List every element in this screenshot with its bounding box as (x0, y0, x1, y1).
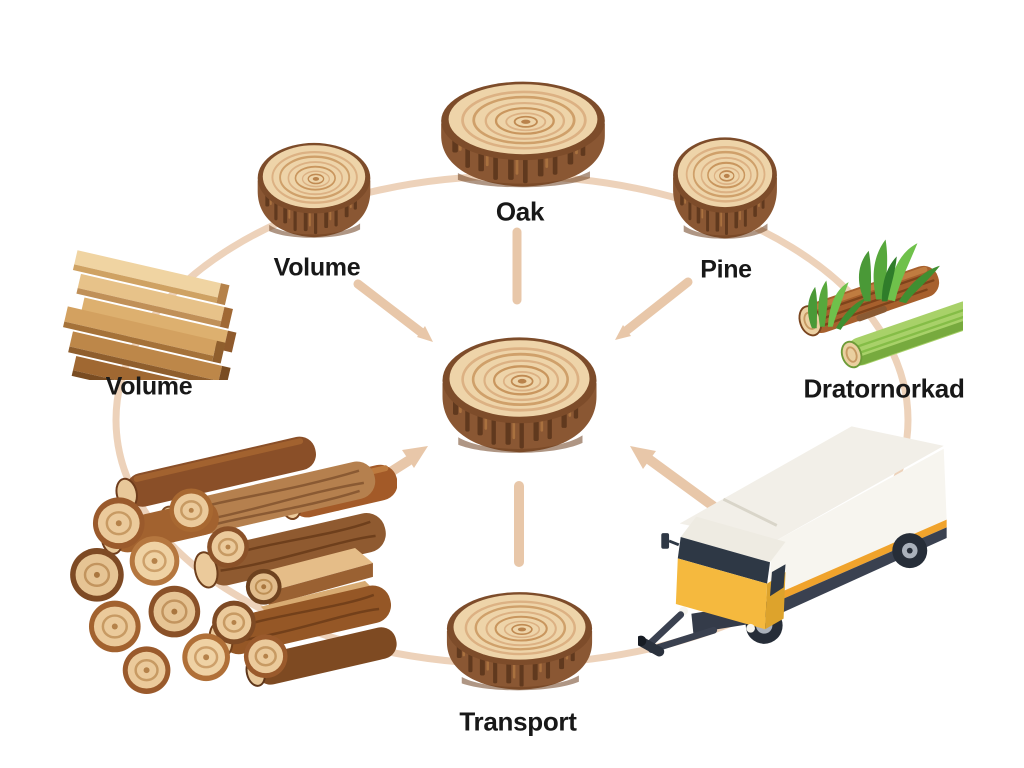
green-logs-icon (795, 232, 963, 382)
box-truck-icon (638, 423, 968, 688)
log-end-cluster (70, 488, 288, 694)
label-volume-top: Volume (273, 253, 361, 282)
label-volume-left: Volume (105, 372, 193, 401)
volume-stump-icon (250, 136, 378, 251)
connector-pine-tip (615, 325, 631, 340)
label-oak: Oak (495, 196, 545, 227)
arrow-firewood-center-head (402, 446, 428, 468)
label-dratornorkad: Dratornorkad (803, 373, 965, 404)
grass-tuft-left (808, 280, 867, 330)
tow-hitch (644, 611, 718, 654)
center-stump-icon (432, 329, 607, 469)
transport-stump-icon (437, 585, 602, 704)
lumber-stack-icon (55, 225, 255, 380)
connector-volume-tip (417, 326, 433, 342)
firewood-pile-icon (55, 416, 397, 694)
arrow-truck-center-head (630, 446, 656, 469)
label-transport: Transport (459, 706, 577, 737)
pine-stump-icon (666, 130, 784, 253)
rear-wheel (892, 533, 928, 569)
oak-stump-icon (430, 74, 616, 202)
connector-pine-center (621, 277, 693, 336)
arrow-truck-center-shaft (645, 455, 718, 511)
connector-volume-center (353, 279, 427, 338)
label-pine: Pine (700, 255, 752, 284)
grass-tuft-right (858, 239, 940, 304)
